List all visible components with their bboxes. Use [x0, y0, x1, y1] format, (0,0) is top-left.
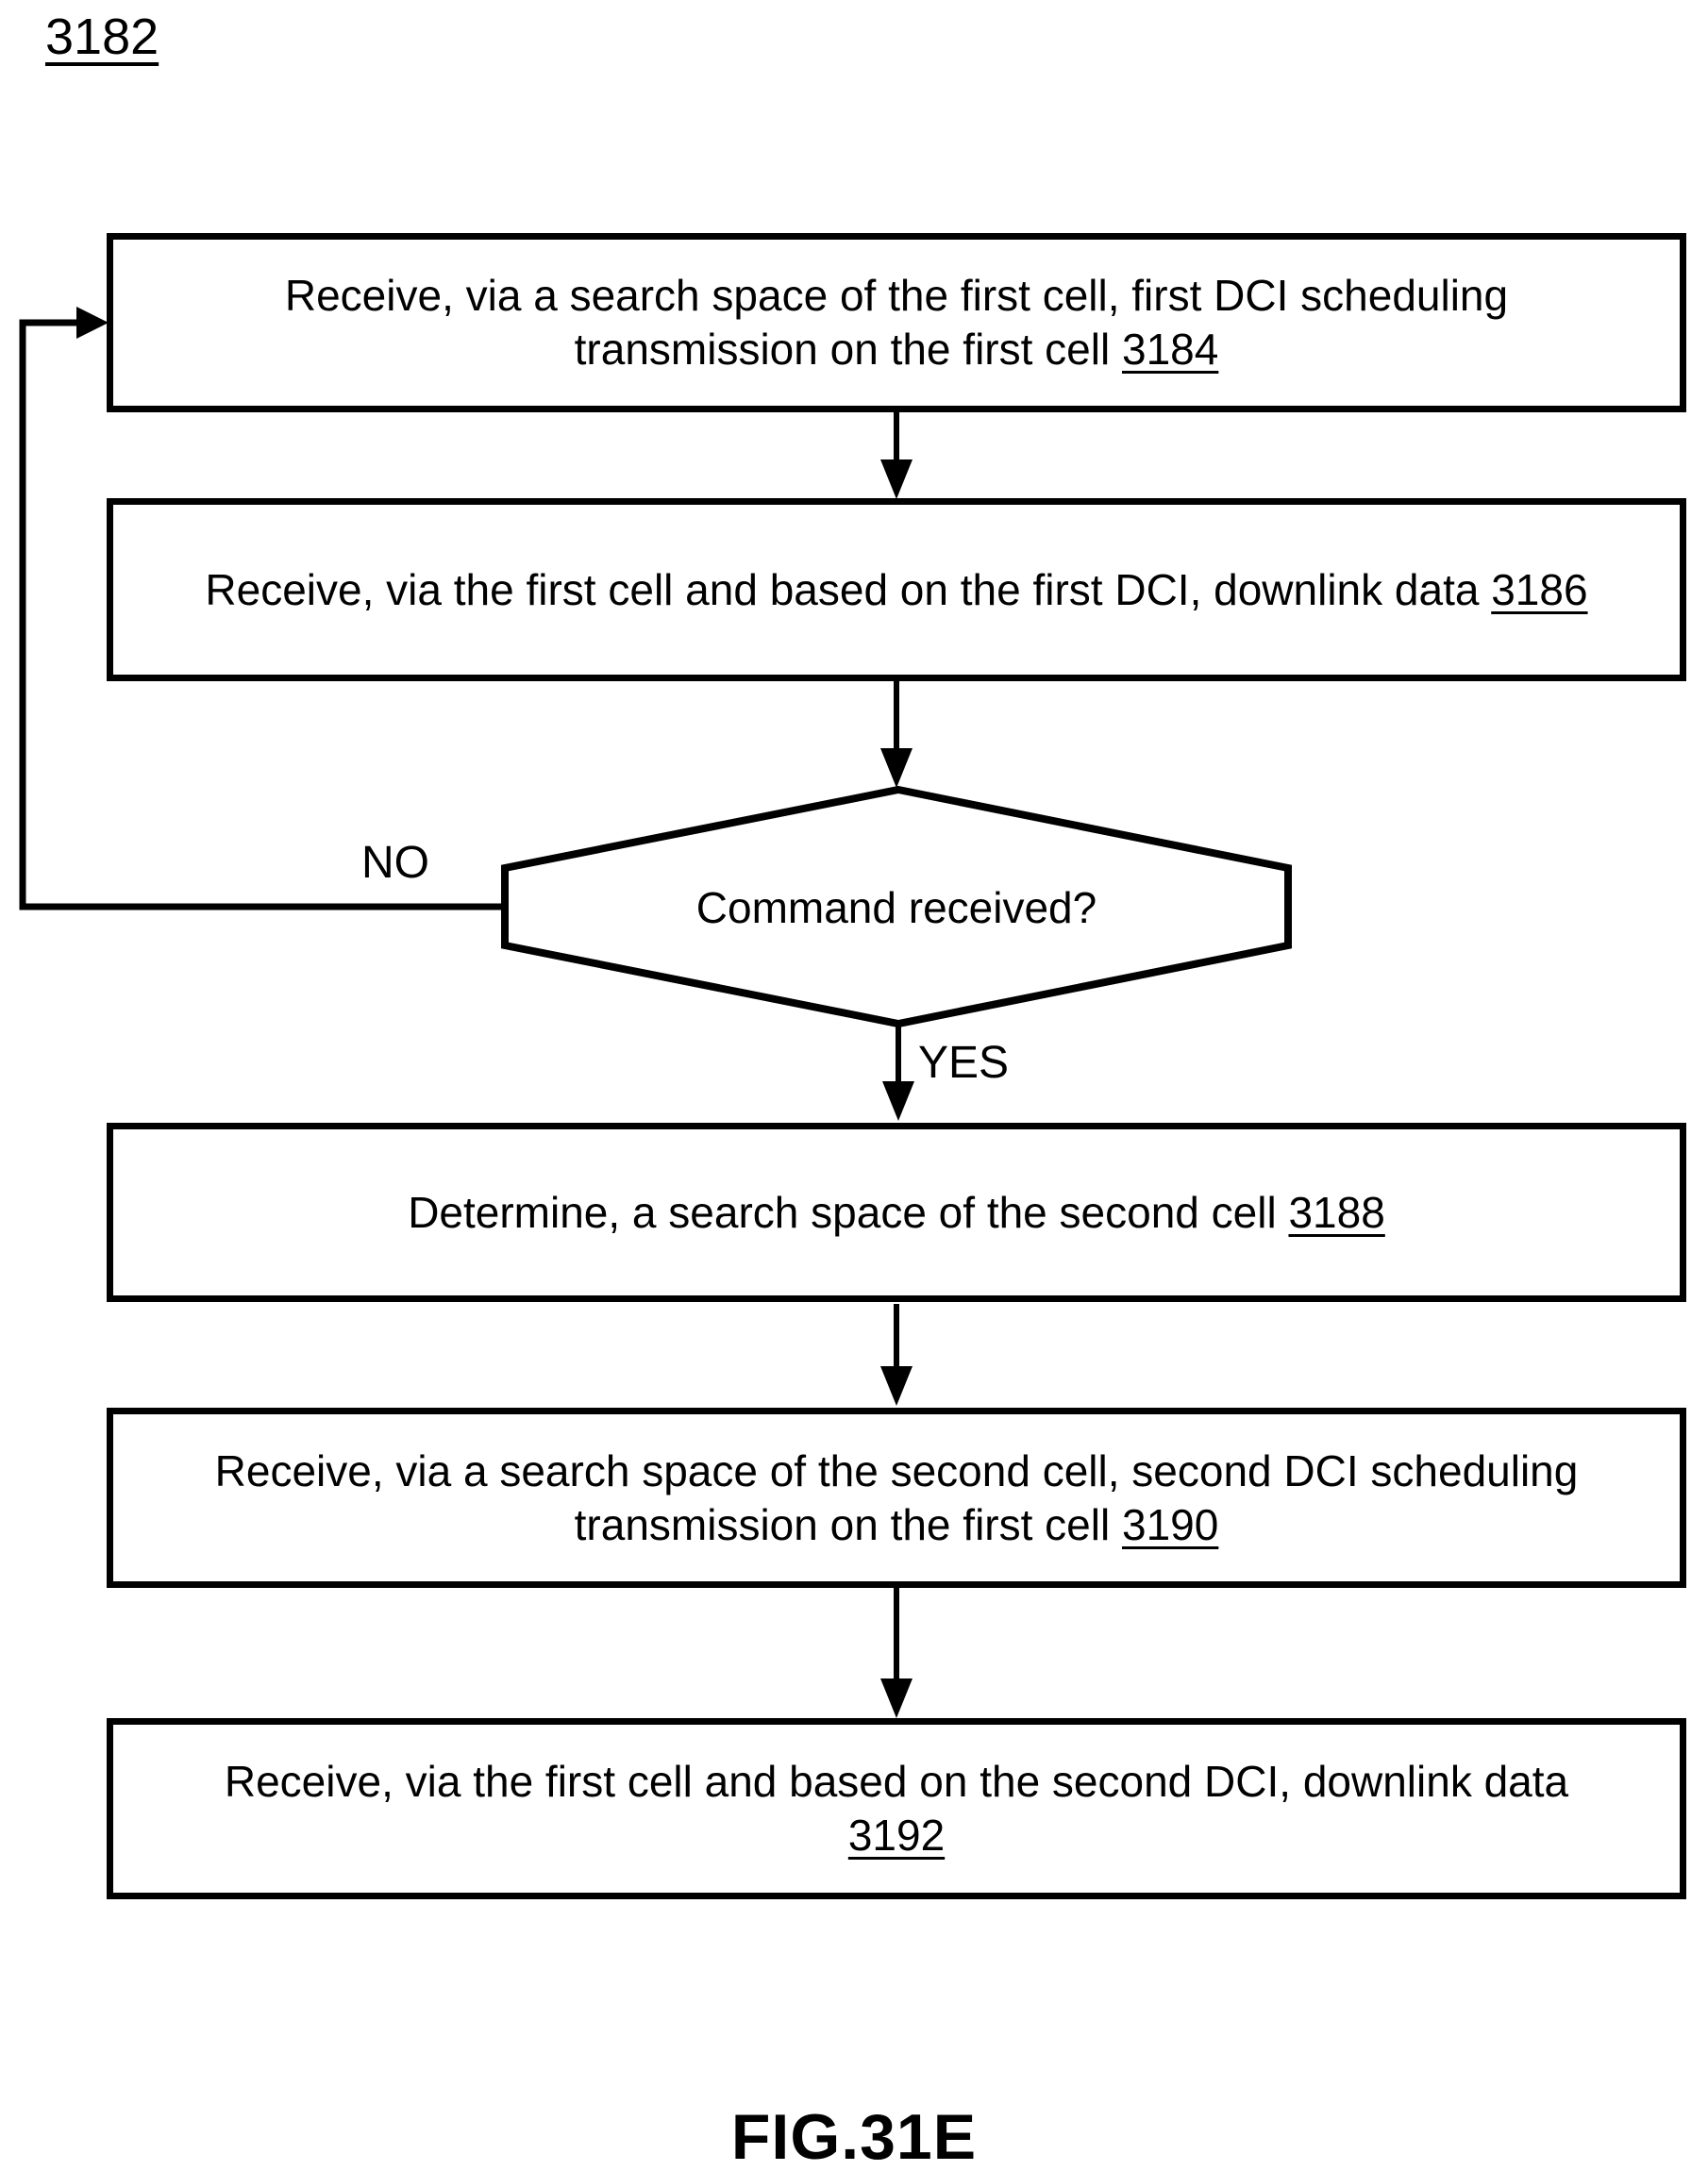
step-ref-number: 3186 [1491, 564, 1588, 614]
step-text: transmission on the first cell [574, 1499, 1111, 1549]
step-text: Receive, via a search space of the first… [284, 271, 1509, 320]
step-ref-number: 3192 [847, 1811, 946, 1860]
step-text-line: Determine, a search space of the second … [408, 1186, 1385, 1240]
no-branch-connector [19, 319, 505, 910]
step-text-line: Receive, via the first cell and based on… [225, 1755, 1568, 1809]
arrowhead-box3-to-box4 [880, 1366, 913, 1406]
step-text-line: transmission on the first cell 3184 [575, 323, 1219, 376]
step-text: transmission on the first cell [574, 325, 1111, 374]
step-ref-number: 3184 [1121, 325, 1219, 374]
flow-step-box-3190: Receive, via a search space of the secon… [107, 1408, 1686, 1588]
arrowhead-no-branch [76, 307, 109, 339]
flow-step-box-3184: Receive, via a search space of the first… [107, 233, 1686, 412]
step-text: Receive, via the first cell and based on… [224, 1757, 1569, 1806]
yes-branch-label: YES [918, 1038, 1010, 1088]
step-ref-number: 3188 [1288, 1187, 1385, 1237]
step-text: Receive, via a search space of the secon… [214, 1445, 1579, 1495]
arrowhead-decision-to-box3 [882, 1081, 914, 1121]
decision-question: Command received? [695, 883, 1097, 932]
flow-step-box-3186: Receive, via the first cell and based on… [107, 498, 1686, 681]
figure-caption: FIG.31E [730, 2101, 978, 2171]
step-text-line: transmission on the first cell 3190 [575, 1498, 1219, 1552]
step-text-line: 3192 [848, 1809, 945, 1862]
step-text: Determine, a search space of the second … [408, 1187, 1277, 1237]
arrowhead-box2-to-decision [880, 748, 913, 788]
flow-step-box-3192: Receive, via the first cell and based on… [107, 1718, 1686, 1899]
diagram-number-label: 3182 [45, 8, 159, 65]
step-text-line: Receive, via a search space of the secon… [215, 1445, 1579, 1498]
arrowhead-box4-to-box5 [880, 1678, 913, 1718]
step-ref-number: 3190 [1121, 1499, 1219, 1549]
step-text-line: Receive, via a search space of the first… [285, 269, 1508, 323]
no-branch-label: NO [361, 838, 429, 888]
flow-step-box-3188: Determine, a search space of the second … [107, 1123, 1686, 1302]
step-text: Receive, via the first cell and based on… [205, 564, 1480, 614]
step-text-line: Receive, via the first cell and based on… [205, 563, 1587, 617]
arrowhead-box1-to-box2 [880, 459, 913, 499]
